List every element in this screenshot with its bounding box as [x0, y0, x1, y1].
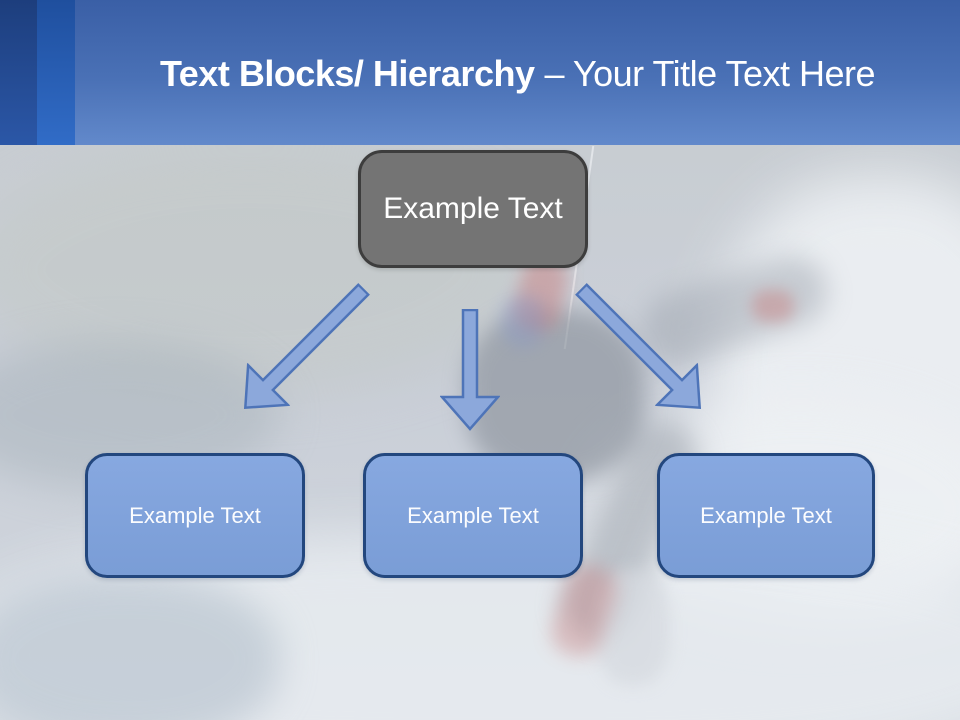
edge-stripe-bright — [37, 0, 75, 145]
photo-blob — [502, 295, 544, 347]
root-text-block-label: Example Text — [383, 192, 563, 225]
down-left-arrow-icon — [243, 282, 371, 410]
child-text-block-3: Example Text — [657, 453, 875, 578]
photo-blob — [0, 575, 280, 720]
child-text-block-1-label: Example Text — [129, 502, 261, 528]
root-text-block: Example Text — [358, 150, 588, 268]
title-band: Text Blocks/ Hierarchy– Your Title Text … — [0, 0, 960, 145]
child-text-block-2: Example Text — [363, 453, 583, 578]
slide-title-bold: Text Blocks/ Hierarchy — [159, 53, 535, 94]
child-text-block-1: Example Text — [85, 453, 305, 578]
down-arrow-icon — [440, 309, 500, 431]
child-text-block-3-label: Example Text — [700, 502, 832, 528]
photo-blob — [752, 290, 794, 322]
slide-title-regular: – Your Title Text Here — [544, 53, 876, 94]
slide-title: Text Blocks/ Hierarchy– Your Title Text … — [75, 52, 960, 96]
edge-stripe-dark — [0, 0, 37, 145]
photo-blob — [596, 570, 670, 685]
child-text-block-2-label: Example Text — [407, 502, 539, 528]
down-right-arrow-icon — [574, 282, 702, 410]
